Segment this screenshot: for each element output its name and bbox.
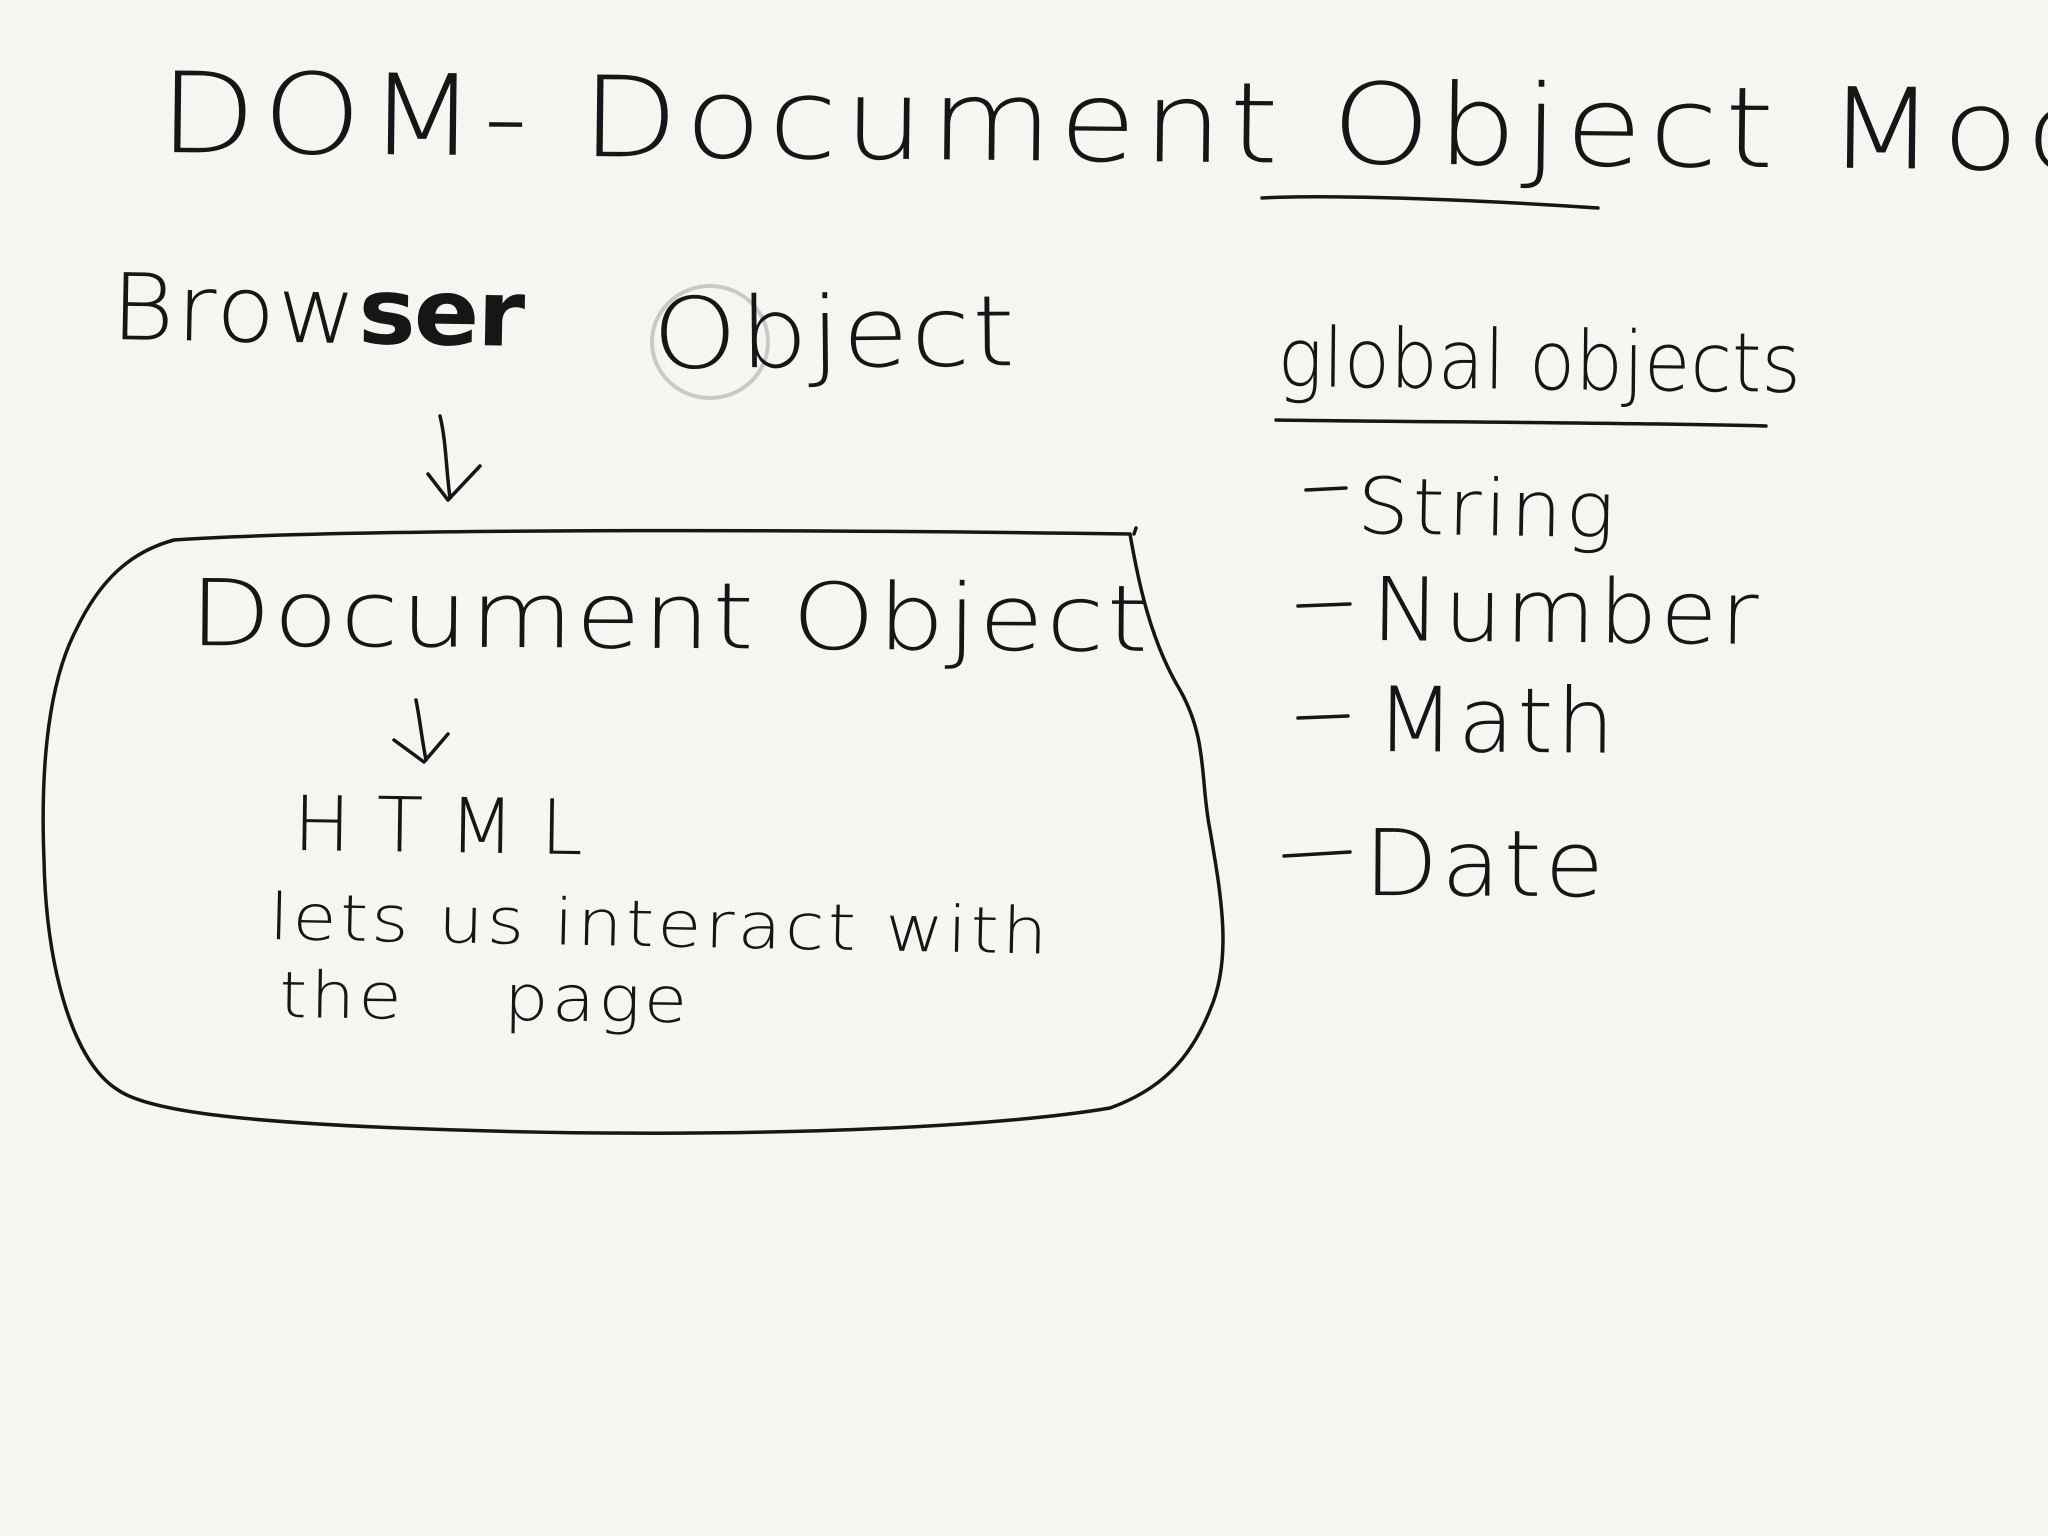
description-line-1: lets us interact with: [268, 881, 1052, 970]
box-corner-tail: [1132, 526, 1138, 536]
browser-label-emphasis: ser: [357, 258, 524, 368]
browser-down-arrow-head: [426, 464, 482, 502]
bullet-dash-string: [1304, 486, 1348, 492]
description-word-the: the: [278, 959, 406, 1035]
description-word-page: page: [503, 961, 692, 1039]
description-line-2: the page: [279, 959, 691, 1038]
bullet-dash-date: [1282, 850, 1352, 858]
doc-down-arrow-shaft: [414, 698, 428, 762]
browser-label-prefix: Brow: [110, 254, 360, 366]
global-item-string: String: [1356, 462, 1619, 557]
page-title: DOM- Document Object Model: [158, 49, 2048, 199]
global-item-number: Number: [1370, 558, 1763, 665]
document-object-label: Document Object: [189, 560, 1151, 673]
global-item-date: Date: [1363, 810, 1608, 919]
global-objects-heading: global objects: [1277, 311, 1802, 412]
global-item-math: Math: [1375, 668, 1618, 775]
bullet-dash-number: [1296, 602, 1352, 608]
browser-label: Browser: [110, 254, 524, 368]
globals-heading-underline: [1274, 418, 1768, 428]
browser-down-arrow-shaft: [438, 414, 452, 500]
doc-down-arrow-head: [392, 732, 450, 764]
browser-object-label: Object: [651, 275, 1018, 392]
html-label: HTML: [292, 779, 610, 873]
title-object-underline: [1260, 194, 1600, 210]
bullet-dash-math: [1296, 714, 1350, 720]
